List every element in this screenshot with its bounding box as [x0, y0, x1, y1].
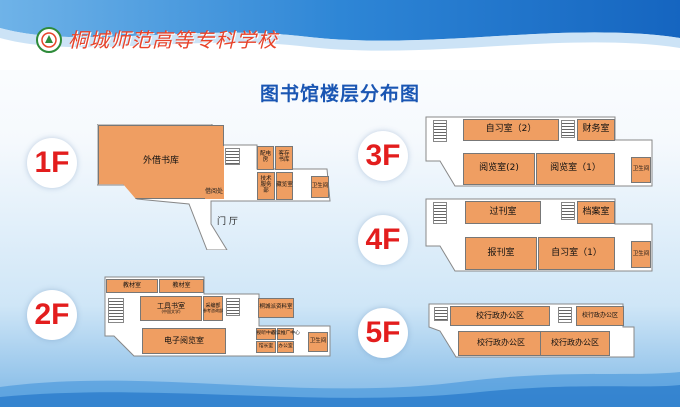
stairs-3f — [433, 120, 447, 142]
room-caiwu: 财务室 — [577, 119, 615, 141]
stairs-5f-b — [558, 307, 572, 323]
room-2f-a: 视听中心 — [256, 328, 276, 340]
floor-plan-2f: 教材室 教材室 工具书室 (中国文学) 采编部 参考咨询部 桐城派资料室 电子阅… — [104, 276, 332, 358]
floor-plan-5f: 校行政办公区 校行政办公区 校行政办公区 校行政办公区 — [428, 303, 636, 359]
page-title: 图书馆楼层分布图 — [259, 83, 420, 105]
room-caibian-label: 采编部 — [205, 302, 221, 309]
room-gongju-label: 工具书室 — [157, 301, 185, 310]
floor-plan-4f: 过刊室 档案室 报刊室 自习室（1） 卫生间 — [425, 198, 655, 273]
stairs-4f-b — [561, 202, 575, 220]
room-1f-extension — [205, 146, 224, 199]
floor-plan-3f: 自习室（2） 财务室 阅览室(2) 阅览室（1） 卫生间 — [425, 116, 655, 188]
stairs-4f — [433, 202, 447, 224]
stairs-3f-b — [561, 120, 575, 138]
room-zixi2: 自习室（2） — [463, 119, 559, 141]
room-xingzheng-4: 校行政办公区 — [540, 331, 610, 356]
floor-badge-5f: 5F — [358, 308, 408, 358]
stairs-2f — [108, 298, 124, 323]
room-ji-shu: 技术服务部 — [257, 172, 275, 200]
school-emblem-icon — [36, 27, 62, 53]
room-bao-cun: 客存书库 — [275, 146, 293, 170]
room-guokan: 过刊室 — [465, 201, 541, 224]
floor-badge-2f: 2F — [27, 290, 77, 340]
floor-badge-4f: 4F — [358, 215, 408, 265]
room-3f-wc: 卫生间 — [631, 157, 651, 183]
footer-wave — [0, 372, 680, 407]
stairs-1f — [225, 148, 240, 165]
room-cang-lan: 藏览室 — [276, 172, 293, 200]
room-pei-dian: 配电房 — [257, 146, 274, 170]
room-2f-c: 阅读推广中心 — [271, 328, 300, 340]
room-xingzheng-2: 校行政办公区 — [576, 306, 624, 326]
room-xingzheng-1: 校行政办公区 — [450, 306, 550, 326]
header-wave-banner — [0, 0, 680, 70]
floor-plan-1f: 外借书库 借阅处 配电房 客存书库 技术服务部 藏览室 卫生间 门 厅 — [97, 124, 333, 250]
stairs-5f — [434, 307, 448, 321]
room-dangan: 档案室 — [577, 201, 615, 224]
room-gongju-sub: (中国文学) — [161, 309, 181, 315]
room-jiaocai-1: 教材室 — [106, 279, 158, 293]
room-xingzheng-3: 校行政办公区 — [458, 331, 544, 356]
floor-badge-1f: 1F — [27, 138, 77, 188]
room-2f-b: 馆长室 — [256, 341, 276, 353]
entrance-hall-label: 门 厅 — [217, 217, 238, 227]
room-dianzi: 电子阅览室 — [142, 328, 226, 354]
floor-badge-3f: 3F — [358, 131, 408, 181]
room-tongcheng: 桐城派资料室 — [258, 298, 294, 318]
stairs-2f-b — [226, 298, 240, 316]
room-2f-wc: 卫生间 — [308, 332, 328, 352]
room-yuelan1: 阅览室（1） — [536, 153, 615, 185]
room-1f-wc: 卫生间 — [311, 176, 329, 198]
room-baokan: 报刊室 — [465, 237, 537, 270]
school-name: 桐城师范高等专科学校 — [68, 28, 278, 52]
room-zixi1: 自习室（1） — [538, 237, 615, 270]
room-caibian: 采编部 参考咨询部 — [203, 296, 223, 321]
room-2f-d: 办公室 — [277, 341, 294, 353]
room-yuelan2: 阅览室(2) — [463, 153, 535, 185]
room-gongju: 工具书室 (中国文学) — [140, 296, 202, 321]
room-jie-huan: 借阅处 — [205, 188, 224, 195]
room-jiaocai-2: 教材室 — [159, 279, 204, 293]
room-caibian-sub: 参考咨询部 — [203, 308, 223, 314]
room-4f-wc: 卫生间 — [631, 241, 651, 268]
